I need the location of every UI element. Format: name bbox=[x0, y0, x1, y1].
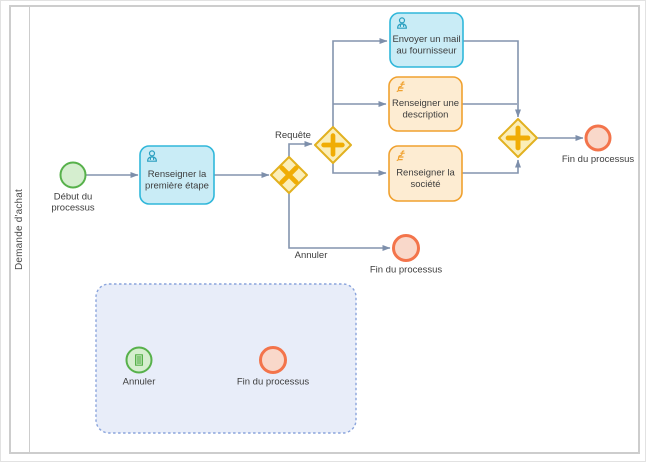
user-icon bbox=[147, 150, 157, 162]
flow-split-to-mail[interactable] bbox=[332, 38, 388, 127]
pool-label-band: Demande d'achat bbox=[11, 7, 30, 452]
flow-label: Annuler bbox=[295, 250, 328, 261]
flow-societe-to-join[interactable] bbox=[462, 159, 521, 174]
end-event-shape[interactable] bbox=[584, 124, 612, 152]
flow-split-to-societe[interactable] bbox=[332, 163, 387, 176]
end-event-main[interactable]: Fin du processus bbox=[562, 124, 635, 165]
flow-requete[interactable]: Requête bbox=[275, 130, 313, 157]
exclusive-x-icon bbox=[279, 165, 299, 185]
task-shape[interactable] bbox=[139, 145, 215, 205]
flow-split-to-societe-line[interactable] bbox=[332, 163, 387, 176]
flow-mail-to-join[interactable] bbox=[463, 40, 521, 118]
flow-requete-line[interactable] bbox=[288, 141, 313, 157]
script-icon bbox=[396, 150, 405, 161]
script-icon bbox=[396, 81, 405, 92]
event-label: Fin du processus bbox=[237, 377, 310, 388]
gateway-parallel-join[interactable] bbox=[498, 118, 538, 158]
task-shape[interactable] bbox=[388, 76, 463, 132]
group-annulation[interactable] bbox=[95, 283, 357, 434]
parallel-plus-icon bbox=[321, 133, 345, 157]
end-event-shape[interactable] bbox=[259, 346, 287, 374]
event-subprocess-frame[interactable] bbox=[95, 283, 357, 434]
end-event-annuler[interactable]: Fin du processus bbox=[370, 234, 443, 276]
flow-annuler-line[interactable] bbox=[288, 193, 391, 251]
flow-mail-to-join-line[interactable] bbox=[463, 40, 521, 118]
event-label: Annuler bbox=[123, 377, 156, 388]
end-event-shape[interactable] bbox=[392, 234, 420, 262]
gateway-parallel-split[interactable] bbox=[314, 126, 352, 164]
flow-split-to-mail-line[interactable] bbox=[332, 38, 388, 127]
gateway-exclusive[interactable] bbox=[270, 156, 308, 194]
end-event-sub[interactable]: Fin du processus bbox=[237, 346, 310, 388]
flow-label: Requête bbox=[275, 130, 311, 141]
start-event-shape[interactable] bbox=[59, 161, 87, 189]
parallel-plus-icon bbox=[505, 125, 531, 151]
flow-annuler[interactable]: Annuler bbox=[288, 193, 391, 261]
user-icon bbox=[397, 17, 407, 29]
event-label: Fin du processus bbox=[562, 154, 635, 165]
event-label: Fin du processus bbox=[370, 265, 443, 276]
flow-societe-to-join-line[interactable] bbox=[462, 159, 521, 174]
task-shape[interactable] bbox=[388, 145, 463, 202]
start-event-annuler[interactable]: Annuler bbox=[123, 346, 156, 388]
start-event-shape[interactable] bbox=[125, 346, 153, 374]
conditional-icon bbox=[134, 354, 144, 366]
task-shape[interactable] bbox=[389, 12, 464, 68]
